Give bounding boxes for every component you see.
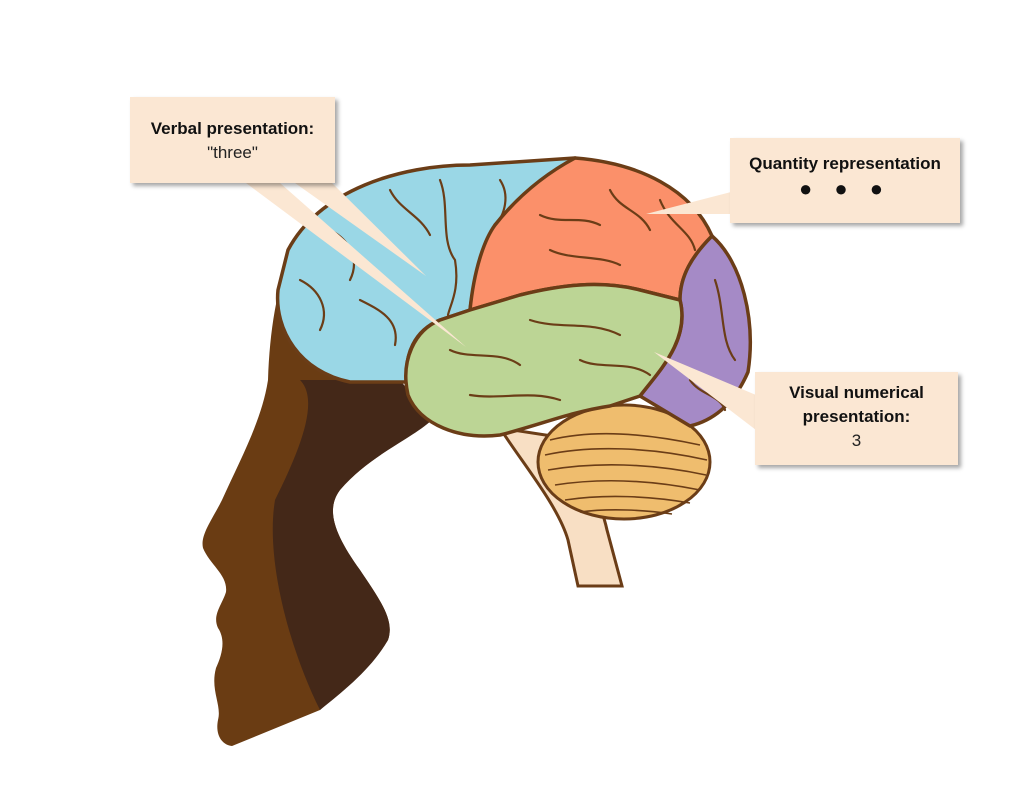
visual-numerical-callout: Visual numerical presentation: 3 — [755, 372, 958, 465]
verbal-pointer-2 — [246, 183, 466, 347]
visual-callout-title-line1: Visual numerical — [789, 383, 924, 402]
cerebellum — [536, 403, 712, 521]
head-back-shadow — [272, 380, 432, 710]
quantity-pointer — [646, 192, 731, 214]
verbal-callout-title: Verbal presentation: — [150, 119, 315, 138]
verbal-pointer-1 — [295, 183, 426, 276]
cerebellum-folds — [544, 432, 708, 515]
verbal-presentation-callout: Verbal presentation: "three" — [130, 97, 335, 183]
quantity-dots: ● ● ● — [798, 176, 892, 201]
callout-pointers — [246, 183, 756, 430]
verbal-callout-value: "three" — [207, 143, 258, 162]
occipital-lobe — [638, 234, 752, 428]
visual-callout-value: 3 — [851, 431, 862, 450]
visual-callout-title-line2: presentation: — [802, 407, 911, 426]
quantity-representation-callout: Quantity representation ● ● ● — [730, 138, 960, 223]
quantity-callout-title: Quantity representation — [749, 154, 941, 173]
temporal-lobe — [404, 282, 684, 438]
visual-pointer — [654, 352, 756, 430]
